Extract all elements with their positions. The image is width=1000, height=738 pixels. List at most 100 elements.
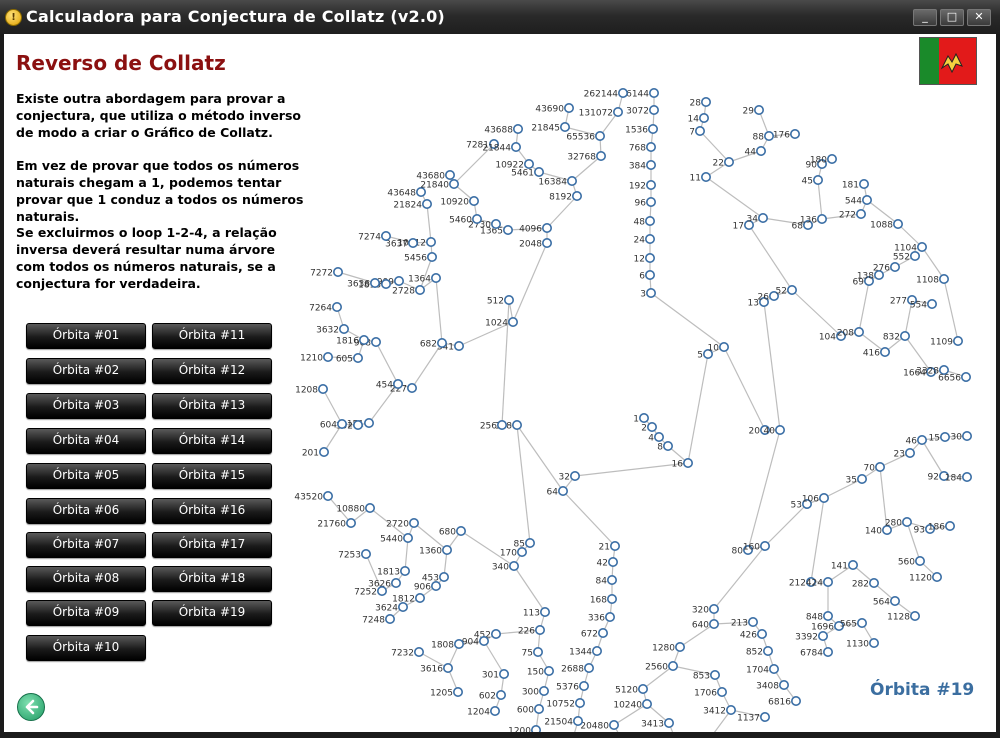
orbit-button-10[interactable]: Órbita #10	[26, 635, 146, 661]
node-label-45: 45	[802, 177, 813, 187]
node-7248	[385, 613, 396, 624]
node-label-92: 92	[928, 473, 939, 483]
close-button[interactable]: ✕	[967, 9, 991, 26]
orbit-button-11[interactable]: Órbita #11	[152, 323, 272, 349]
collatz-reverse-graph: 1248165103612244896192384768153630726144…	[294, 87, 972, 732]
node-15	[939, 431, 950, 442]
node-label-10880: 10880	[336, 505, 365, 515]
node-3412	[725, 704, 736, 715]
node-1128	[909, 610, 920, 621]
node-label-3328: 3328	[916, 367, 939, 377]
node-65536	[594, 131, 605, 142]
edge-21845-65536	[564, 126, 601, 137]
node-21840	[449, 179, 460, 190]
node-label-5440: 5440	[380, 535, 403, 545]
maximize-button[interactable]: □	[940, 9, 964, 26]
node-label-3624: 3624	[375, 604, 398, 614]
node-label-131072: 131072	[579, 109, 613, 119]
node-70	[874, 461, 885, 472]
node-768	[645, 142, 656, 153]
node-2730	[491, 219, 502, 230]
edge-1664-832	[904, 335, 932, 373]
node-label-8: 8	[657, 443, 663, 453]
orbit-button-15[interactable]: Órbita #15	[152, 463, 272, 489]
node-label-24: 24	[634, 236, 646, 246]
orbit-button-02[interactable]: Órbita #02	[26, 358, 146, 384]
orbit-button-13[interactable]: Órbita #13	[152, 393, 272, 419]
node-label-600: 600	[517, 706, 534, 716]
orbit-button-03[interactable]: Órbita #03	[26, 393, 146, 419]
edge-1208-604	[322, 388, 343, 425]
node-label-16384: 16384	[538, 178, 567, 188]
node-label-48: 48	[634, 218, 646, 228]
node-1104	[916, 242, 927, 253]
back-button[interactable]	[17, 693, 45, 721]
orbit-button-16[interactable]: Órbita #16	[152, 498, 272, 524]
node-label-23: 23	[894, 450, 905, 460]
edge-32768-16384	[571, 155, 602, 182]
node-label-3616: 3616	[420, 665, 443, 675]
node-label-21845: 21845	[531, 124, 560, 134]
orbit-button-05[interactable]: Órbita #05	[26, 463, 146, 489]
node-336	[604, 611, 615, 622]
node-5461	[534, 167, 545, 178]
orbit-button-17[interactable]: Órbita #17	[152, 532, 272, 558]
node-label-454: 454	[376, 381, 393, 391]
node-176	[789, 129, 800, 140]
node-label-192: 192	[629, 182, 646, 192]
orbit-button-07[interactable]: Órbita #07	[26, 532, 146, 558]
edge-69-208	[858, 280, 870, 333]
node-1204	[490, 705, 501, 716]
node-label-682: 682	[420, 340, 437, 350]
node-label-5376: 5376	[556, 683, 579, 693]
node-label-6784: 6784	[800, 649, 823, 659]
node-label-3637: 3637	[385, 240, 408, 250]
node-label-848: 848	[806, 613, 823, 623]
edge-17-52	[748, 224, 793, 291]
orbit-button-06[interactable]: Órbita #06	[26, 498, 146, 524]
node-8192	[571, 191, 582, 202]
node-label-43688: 43688	[484, 126, 513, 136]
node-label-276: 276	[873, 264, 890, 274]
node-label-88: 88	[753, 133, 765, 143]
node-label-1120: 1120	[909, 574, 932, 584]
orbit-button-14[interactable]: Órbita #14	[152, 428, 272, 454]
minimize-button[interactable]: _	[913, 9, 937, 26]
node-label-1704: 1704	[746, 666, 769, 676]
node-213	[747, 616, 758, 627]
node-6816	[790, 695, 801, 706]
node-label-2720: 2720	[386, 520, 409, 530]
edge-908-454	[375, 341, 399, 385]
edge-10880-5440	[369, 507, 409, 539]
node-label-852: 852	[746, 648, 763, 658]
edge-5456-2728	[419, 256, 433, 291]
orbit-button-04[interactable]: Órbita #04	[26, 428, 146, 454]
node-label-30: 30	[951, 433, 963, 443]
node-680	[456, 525, 467, 536]
node-label-1108: 1108	[916, 276, 939, 286]
node-label-90: 90	[806, 161, 818, 171]
node-label-11: 11	[690, 174, 701, 184]
orbit-button-01[interactable]: Órbita #01	[26, 323, 146, 349]
edge-452-226	[495, 629, 541, 635]
node-label-227: 227	[390, 385, 407, 395]
node-label-46: 46	[906, 437, 918, 447]
node-label-906: 906	[414, 583, 431, 593]
edge-1210-605	[327, 356, 359, 359]
node-label-21840: 21840	[420, 181, 449, 191]
orbit-button-12[interactable]: Órbita #12	[152, 358, 272, 384]
orbit-button-09[interactable]: Órbita #09	[26, 600, 146, 626]
node-label-68: 68	[792, 222, 804, 232]
node-label-452: 452	[474, 631, 491, 641]
node-label-12: 12	[634, 255, 645, 265]
page-title: Reverso de Collatz	[16, 51, 226, 75]
orbit-button-18[interactable]: Órbita #18	[152, 566, 272, 592]
orbit-button-08[interactable]: Órbita #08	[26, 566, 146, 592]
node-3616	[443, 662, 454, 673]
node-1816	[359, 334, 370, 345]
node-label-2688: 2688	[561, 665, 584, 675]
node-453	[439, 571, 450, 582]
edge-320-160	[713, 545, 766, 610]
node-label-32768: 32768	[567, 153, 596, 163]
orbit-button-19[interactable]: Órbita #19	[152, 600, 272, 626]
